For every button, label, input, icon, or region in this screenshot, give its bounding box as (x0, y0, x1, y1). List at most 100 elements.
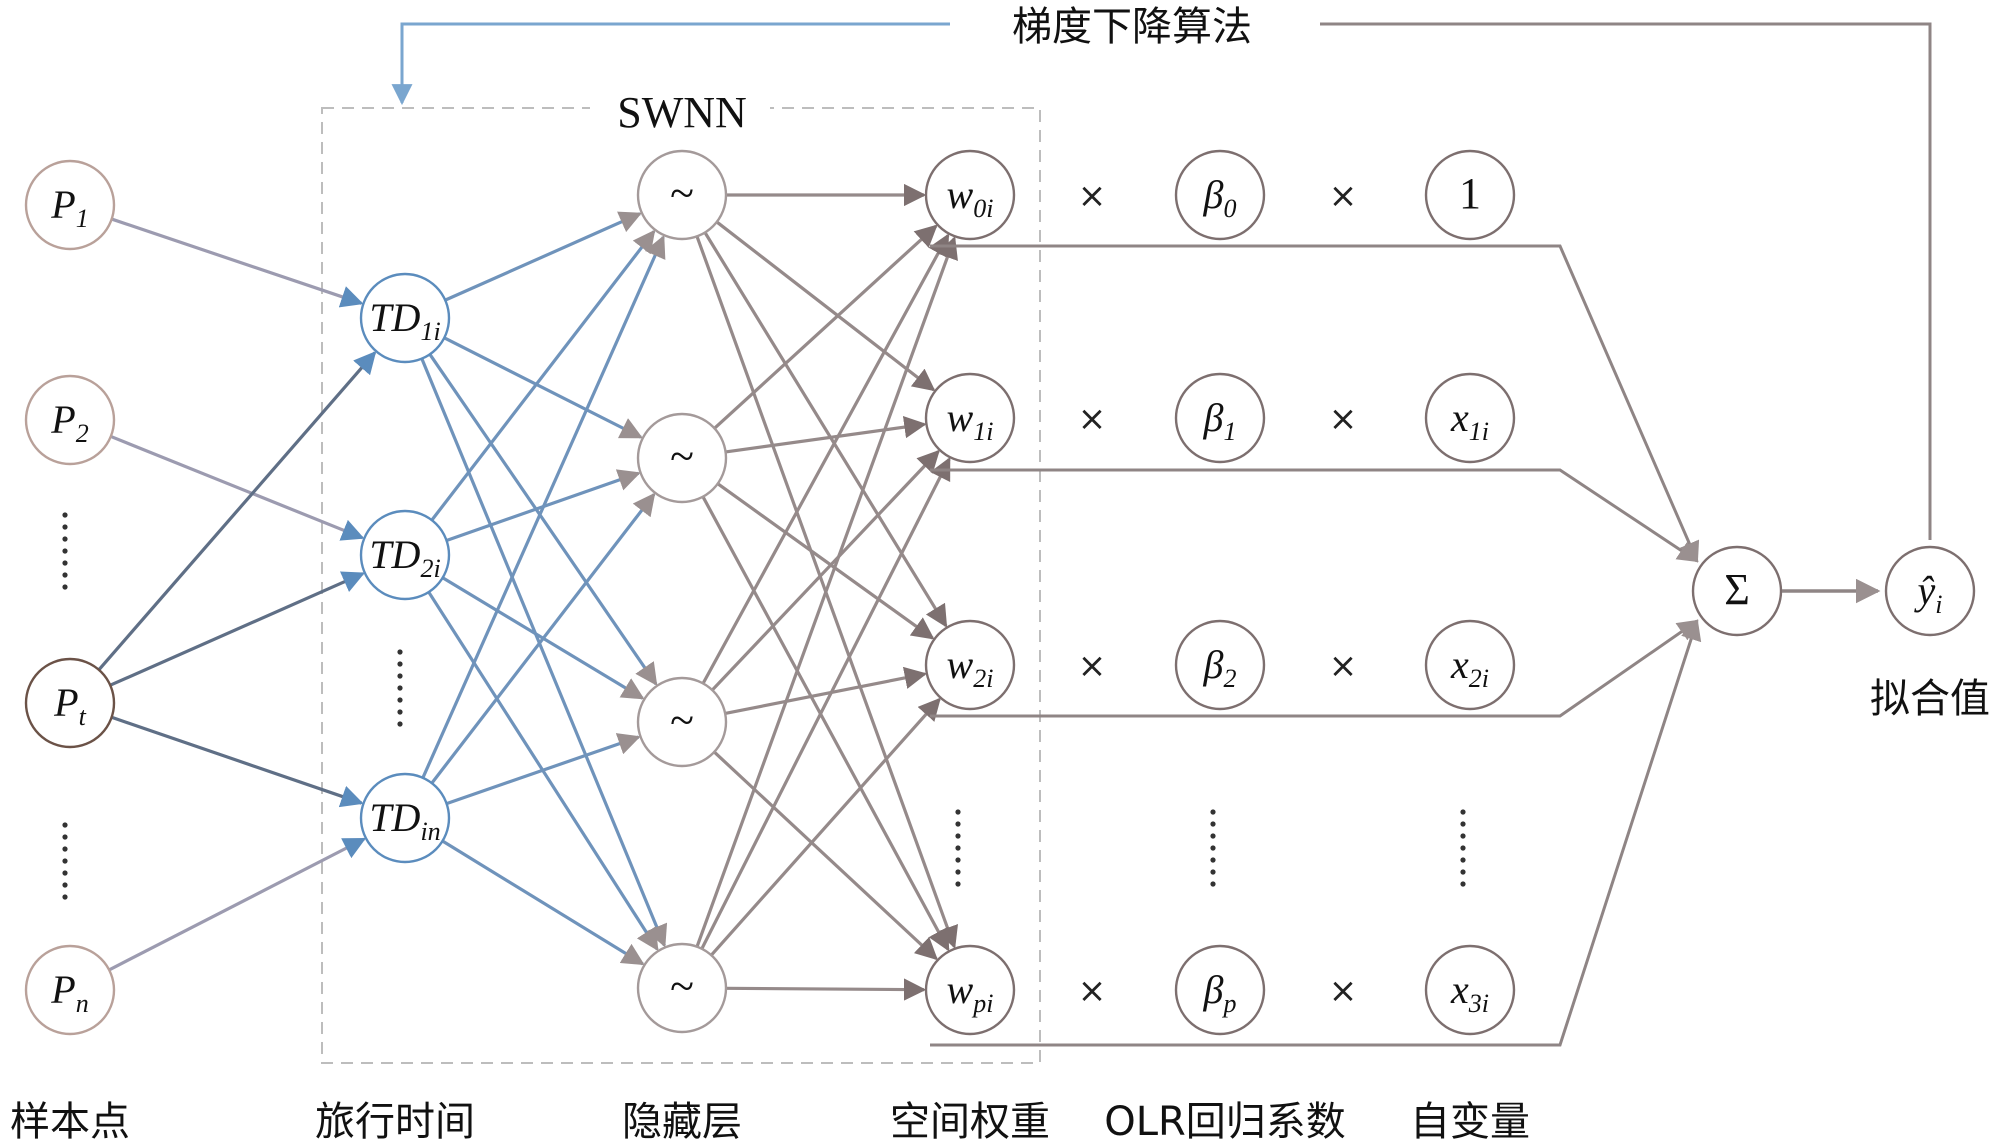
variable-node-3-label: x2i (1450, 642, 1489, 693)
travel-time-node-1i-label: TD1i (369, 295, 440, 346)
variable-node-2: x1i (1424, 372, 1516, 464)
edges-layer (97, 183, 958, 1001)
beta-node-1-label: β1 (1203, 395, 1237, 446)
beta-node-0-label: β0 (1203, 172, 1237, 223)
variable-node-4: x3i (1424, 944, 1516, 1036)
caption-hidden: 隐藏层 (622, 1099, 742, 1145)
ellipsis-weights (955, 809, 961, 887)
caption-fitted-value: 拟合值 (1870, 676, 1990, 722)
weight-node-1i: w1i (924, 372, 1016, 464)
beta-node-2: β2 (1174, 619, 1266, 711)
edge-td1-h4 (420, 358, 668, 948)
edge-td1-h2 (443, 336, 643, 439)
sample-node-1-label: P1 (50, 182, 88, 233)
edge-h4-w4 (725, 978, 927, 1001)
edge-td3-h1 (421, 234, 666, 779)
caption-variables: 自变量 (1410, 1099, 1530, 1145)
travel-time-node-in: TDin (359, 772, 451, 864)
ellipsis-layer (62, 512, 1466, 900)
variable-node-2-label: x1i (1450, 395, 1489, 446)
weight-node-pi: wpi (924, 944, 1016, 1036)
variable-node-3: x2i (1424, 619, 1516, 711)
rail-3 (930, 619, 1702, 1047)
beta-node-1: β1 (1174, 372, 1266, 464)
sample-node-n-label: Pn (50, 967, 88, 1018)
beta-node-p-label: βp (1203, 967, 1237, 1018)
caption-olr: OLR回归系数 (1104, 1099, 1346, 1145)
variable-node-4-label: x3i (1450, 967, 1489, 1018)
output-node-label: ŷi (1914, 568, 1943, 619)
edge-td3-h2 (430, 492, 656, 785)
travel-time-node-in-label: TDin (369, 795, 440, 846)
hidden-node-4-label: ~ (670, 962, 694, 1011)
edge-p2-td2 (110, 434, 365, 541)
edge-h3-w4 (713, 750, 938, 961)
edge-h2-w2 (725, 416, 927, 454)
edge-h2-w1 (713, 224, 938, 430)
ellipsis-betas (1210, 809, 1216, 887)
edge-h4-w1 (695, 236, 958, 948)
ellipsis-samples-lower (62, 822, 68, 900)
edge-h2-w3 (716, 482, 935, 640)
swnn-label: SWNN (617, 88, 747, 137)
edge-p1-td1 (111, 217, 364, 308)
hidden-node-2: ~ (636, 412, 728, 504)
rail-1 (930, 468, 1699, 563)
rail-2 (930, 619, 1699, 718)
weight-node-0i-label: w0i (947, 172, 994, 223)
variable-node-1: 1 (1424, 149, 1516, 241)
sum-node-label: Σ (1724, 565, 1750, 614)
edge-pt-td2 (109, 571, 365, 687)
caption-weights: 空间权重 (890, 1099, 1050, 1145)
sample-node-2: P2 (24, 374, 116, 466)
caption-travel-time: 旅行时间 (315, 1099, 475, 1145)
edge-pt-td3 (111, 715, 364, 808)
multiply-sign-2-1: × (1329, 646, 1358, 686)
edge-pt-td1 (97, 351, 377, 671)
edge-h1-w2 (715, 220, 936, 392)
edge-h3-w3 (724, 666, 928, 716)
hidden-node-3-label: ~ (670, 696, 694, 745)
edge-h1-w3 (703, 231, 948, 628)
edge-h2-w4 (701, 495, 950, 952)
edge-td1-h3 (428, 353, 658, 686)
ellipsis-variables (1460, 809, 1466, 887)
hidden-node-2-label: ~ (670, 432, 694, 481)
feedback-path-left (391, 22, 950, 106)
multiply-sign-1-0: × (1078, 399, 1107, 439)
weight-node-pi-label: wpi (947, 967, 994, 1018)
hidden-node-1-label: ~ (670, 169, 694, 218)
weight-node-2i: w2i (924, 619, 1016, 711)
feedback-path-right (1320, 22, 1932, 540)
travel-time-node-2i: TD2i (359, 509, 451, 601)
weight-node-1i-label: w1i (947, 395, 994, 446)
rails-layer (930, 244, 1702, 1047)
travel-time-node-2i-label: TD2i (369, 532, 440, 583)
multiply-sign-0-0: × (1078, 176, 1107, 216)
edge-td2-h1 (430, 229, 656, 522)
beta-node-p: βp (1174, 944, 1266, 1036)
multiply-sign-0-1: × (1329, 176, 1358, 216)
sample-node-1: P1 (24, 159, 116, 251)
multiply-sign-3-1: × (1329, 971, 1358, 1011)
sum-node: Σ (1691, 545, 1783, 637)
multiply-sign-1-1: × (1329, 399, 1358, 439)
weight-node-0i: w0i (924, 149, 1016, 241)
edge-h4-w3 (710, 697, 941, 957)
multiply-sign-3-0: × (1078, 971, 1107, 1011)
weight-node-2i-label: w2i (947, 642, 994, 693)
variable-node-1-label: 1 (1459, 169, 1481, 218)
hidden-node-3: ~ (636, 676, 728, 768)
beta-node-0: β0 (1174, 149, 1266, 241)
sample-node-t: Pt (24, 657, 116, 749)
gradient-descent-label: 梯度下降算法 (1012, 4, 1252, 50)
edge-h4-w2 (700, 457, 951, 950)
ellipsis-samples-upper (62, 512, 68, 590)
multiply-layer: × × × × × × × × (1078, 176, 1358, 1011)
multiply-sign-2-0: × (1078, 646, 1107, 686)
beta-node-2-label: β2 (1203, 642, 1237, 693)
rail-0 (930, 244, 1700, 563)
caption-samples: 样本点 (10, 1099, 130, 1145)
